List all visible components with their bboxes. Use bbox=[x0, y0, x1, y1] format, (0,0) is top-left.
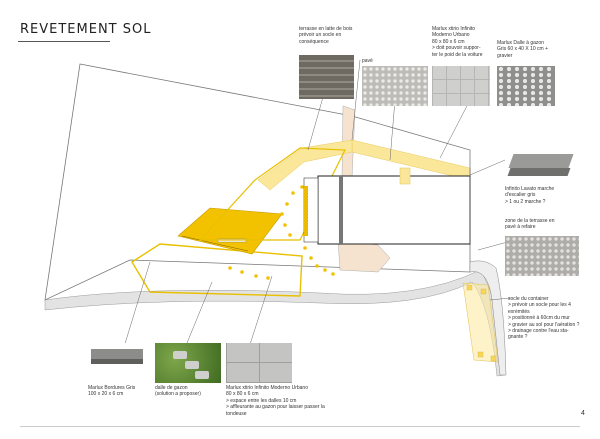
label-marlux-dalle: Marlux Dalle à gazon Gris 60 x 40 X 10 c… bbox=[497, 40, 548, 59]
paving-zone-swatch bbox=[505, 236, 579, 276]
label-infinito-lavato: Infinito Lavato marche d'escalier gris >… bbox=[505, 186, 555, 205]
label-terrasse-latte: terrasse en latte de bois prévoir un soc… bbox=[299, 26, 353, 45]
concrete-tile-swatch-bottom bbox=[226, 343, 292, 383]
label-zone-terrasse: zone de la terrasse en pavé à refaire bbox=[505, 218, 555, 231]
label-marlux-bordures: Marlux Bordures Gris 100 x 20 x 6 cm bbox=[88, 385, 136, 398]
title-underline bbox=[18, 41, 110, 42]
label-marlux-xtirio-top: Marlux xtirio Infinito Moderno Urbano 80… bbox=[432, 26, 483, 58]
lawn-zone-outline bbox=[131, 243, 303, 297]
road-band bbox=[44, 269, 506, 377]
lawn-swatch bbox=[155, 343, 221, 383]
grass-grid-swatch bbox=[497, 66, 555, 106]
entrance-block bbox=[399, 167, 411, 185]
page-number: 4 bbox=[581, 410, 585, 417]
label-marlux-xtirio-bottom: Marlux xtirio Infinito Moderno Urbano 80… bbox=[226, 385, 325, 417]
wood-decking-swatch bbox=[299, 55, 354, 99]
hatched-strip bbox=[304, 186, 308, 236]
right-border bbox=[469, 260, 507, 376]
terrace-step-line bbox=[181, 235, 249, 252]
stone-step-swatch bbox=[505, 148, 579, 182]
paving-zone-bottom bbox=[337, 239, 391, 273]
driveway-path bbox=[351, 139, 471, 181]
concrete-tile-swatch bbox=[432, 66, 490, 106]
label-socle-container: socle du container > prévoir un socle po… bbox=[508, 296, 580, 341]
container-strip bbox=[462, 282, 499, 363]
footer-rule bbox=[20, 426, 580, 427]
label-dalle-gazon: dalle de gazon (solution a proposer) bbox=[155, 385, 201, 398]
cobblestone-swatch bbox=[362, 66, 428, 106]
house-shadow bbox=[339, 176, 343, 244]
curb-stone-swatch bbox=[87, 343, 147, 369]
stepping-stones bbox=[228, 185, 335, 280]
label-pave: pavé bbox=[362, 58, 373, 64]
page-title: REVETEMENT SOL bbox=[20, 22, 152, 37]
